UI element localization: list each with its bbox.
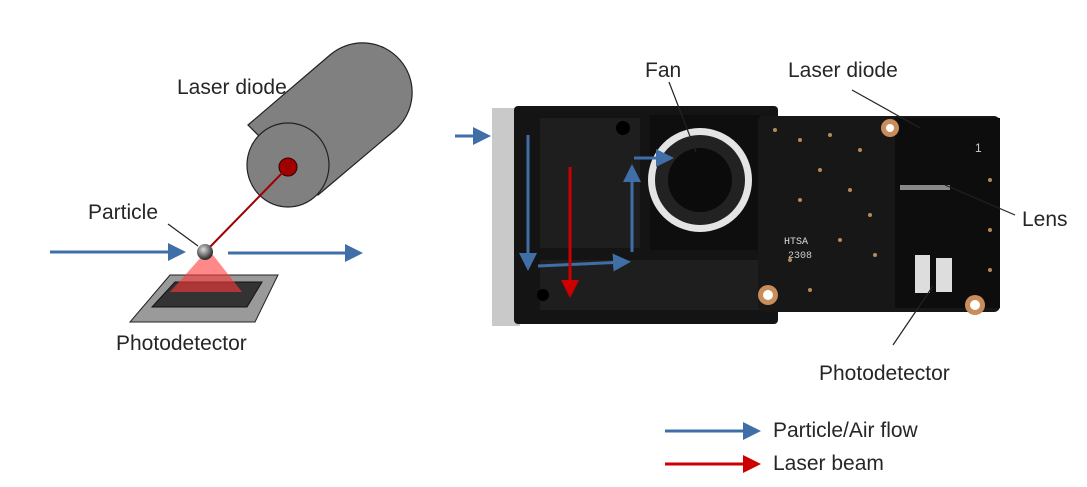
laser-diode-leader-line xyxy=(851,89,921,129)
pcb-marking-2: 2308 xyxy=(788,251,812,262)
sensor-pcb xyxy=(758,116,1000,315)
scattered-light-cone xyxy=(170,255,242,292)
photo-laser-diode-label: Laser diode xyxy=(788,59,898,82)
particle-leader-line xyxy=(167,223,199,247)
legend-laser-beam-label: Laser beam xyxy=(773,452,884,475)
schematic-laser-diode-label: Laser diode xyxy=(177,76,287,99)
laser-beam-line xyxy=(206,166,289,251)
schematic-particle-label: Particle xyxy=(88,201,159,224)
legend-air-flow-label: Particle/Air flow xyxy=(773,419,918,442)
photodetector-leader-line xyxy=(892,285,934,346)
particle-sphere xyxy=(197,244,213,260)
air-flow-arrow-right xyxy=(537,253,631,272)
photo-photodetector-label: Photodetector xyxy=(819,362,950,385)
schematic-photodetector-label: Photodetector xyxy=(116,332,247,355)
fan xyxy=(648,115,760,250)
photo-fan-label: Fan xyxy=(645,59,682,82)
pcb-pin-label: 1 xyxy=(975,141,982,155)
lens-leader-line xyxy=(944,184,1016,216)
sensor-housing xyxy=(492,106,778,326)
fan-leader-line xyxy=(668,81,697,153)
pcb-marking-1: HTSA xyxy=(784,237,808,248)
photo-lens-label: Lens xyxy=(1022,208,1068,231)
